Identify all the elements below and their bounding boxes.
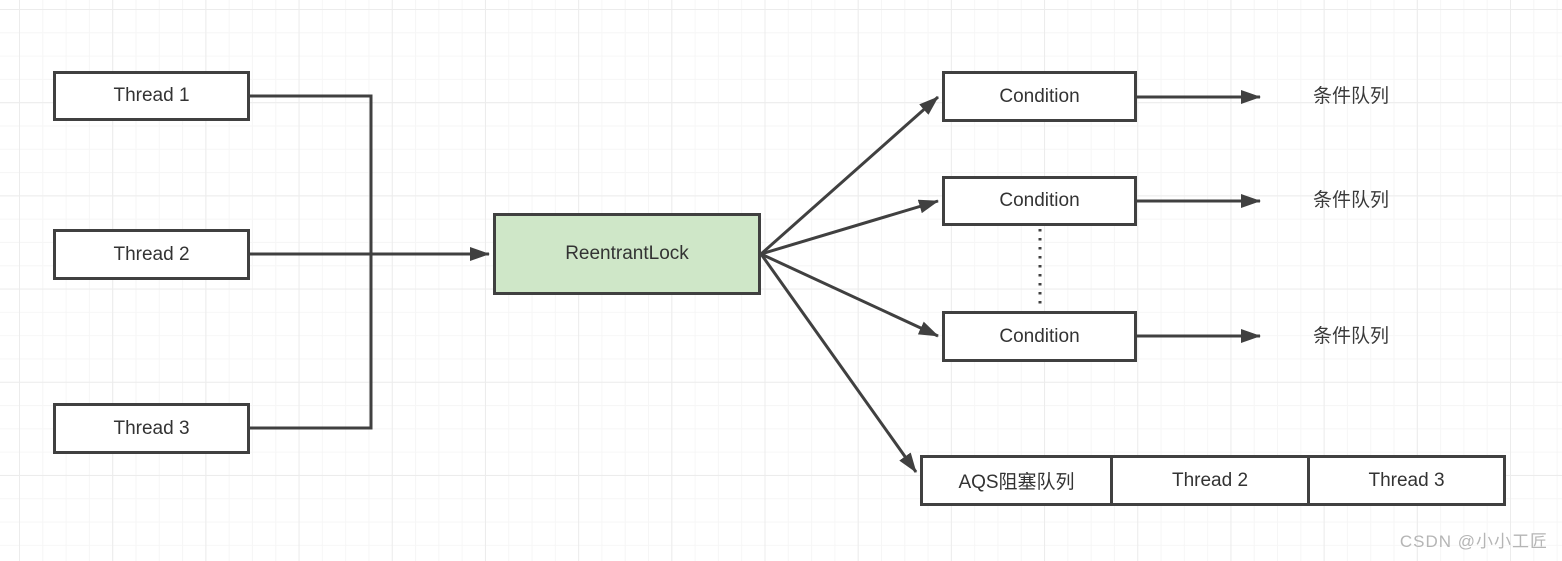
node-thread-1: Thread 1 — [53, 71, 250, 121]
node-thread-3-label: Thread 3 — [113, 417, 190, 439]
threads-elbow-connector — [250, 94, 373, 430]
aqs-queue-cell-thread-2: Thread 2 — [1113, 455, 1310, 506]
node-condition-3: Condition — [942, 311, 1137, 362]
arrow-lock-to-condition-2 — [760, 199, 939, 256]
aqs-blocking-queue-row: AQS阻塞队列 Thread 2 Thread 3 — [920, 455, 1506, 506]
node-reentrantlock: ReentrantLock — [493, 213, 761, 295]
arrow-lock-to-condition-3 — [760, 252, 939, 338]
arrow-lock-to-aqs-queue — [759, 253, 918, 473]
node-condition-1: Condition — [942, 71, 1137, 122]
aqs-queue-cell-thread-3: Thread 3 — [1310, 455, 1506, 506]
label-condition-queue-3: 条件队列 — [1312, 326, 1389, 347]
node-condition-2-label: Condition — [999, 190, 1080, 211]
node-condition-3-label: Condition — [999, 325, 1080, 347]
label-condition-queue-2: 条件队列 — [1312, 190, 1389, 211]
aqs-queue-cell-head: AQS阻塞队列 — [920, 455, 1113, 506]
label-condition-queue-1: 条件队列 — [1312, 86, 1389, 107]
node-condition-2: Condition — [942, 176, 1137, 226]
node-thread-2: Thread 2 — [53, 229, 250, 280]
node-thread-3: Thread 3 — [53, 403, 250, 454]
node-thread-1-label: Thread 1 — [113, 85, 190, 106]
node-condition-1-label: Condition — [999, 85, 1080, 107]
node-reentrantlock-label: ReentrantLock — [565, 243, 689, 264]
arrow-lock-to-condition-1 — [760, 95, 939, 256]
csdn-watermark: CSDN @小小工匠 — [1399, 532, 1548, 551]
node-thread-2-label: Thread 2 — [113, 243, 190, 265]
